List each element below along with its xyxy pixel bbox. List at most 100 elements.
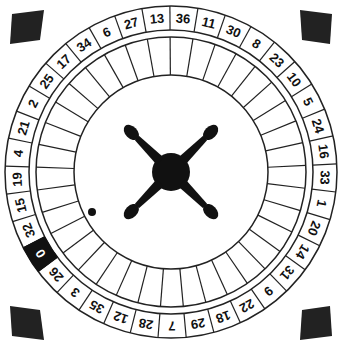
divider-line	[169, 6, 170, 30]
corner-mark	[10, 10, 44, 44]
divider-line	[142, 9, 146, 33]
hub	[121, 122, 221, 222]
divider-line	[264, 200, 300, 211]
divider-line	[147, 39, 154, 76]
divider-line	[36, 167, 74, 168]
dividers	[5, 6, 337, 337]
outer-ring	[5, 6, 337, 338]
pocket-number: 36	[175, 11, 190, 25]
divider-line	[63, 230, 93, 253]
divider-line	[86, 68, 110, 97]
pocket-number: 1	[315, 199, 329, 209]
pocket-number: 21	[15, 119, 32, 137]
divider-line	[218, 54, 236, 87]
divider-line	[17, 111, 39, 120]
divider-line	[267, 184, 305, 189]
arm-knob	[200, 201, 221, 222]
hub-arm	[177, 122, 221, 166]
divider-line	[104, 55, 123, 88]
hub-arm	[121, 178, 165, 222]
divider-line	[307, 213, 330, 220]
divider-line	[268, 165, 306, 167]
divider-line	[194, 8, 198, 32]
pocket-number: 35	[87, 298, 106, 316]
divider-line	[6, 191, 30, 194]
divider-line	[13, 214, 36, 221]
divider-line	[249, 229, 280, 251]
divider-line	[96, 253, 117, 285]
hub-arm	[177, 178, 221, 222]
pocket-number: 27	[123, 15, 140, 31]
pocket-number: 24	[310, 117, 327, 135]
divider-line	[37, 185, 75, 190]
divider-line	[39, 144, 76, 152]
pocket-number: 31	[278, 263, 297, 282]
pocket-number: 9	[262, 284, 276, 299]
divider-line	[116, 261, 131, 296]
divider-line	[69, 83, 98, 108]
pocket-number: 19	[10, 172, 24, 187]
pocket-number: 18	[214, 308, 232, 325]
divider-line	[261, 121, 296, 135]
arm-shaft	[134, 135, 164, 165]
divider-line	[170, 37, 171, 75]
divider-line	[239, 242, 265, 269]
pocket-number: 32	[20, 221, 38, 239]
divider-line	[313, 164, 337, 165]
divider-line	[208, 309, 214, 332]
pocket-number: 2	[26, 97, 41, 109]
divider-line	[184, 313, 186, 337]
pocket-ring	[36, 37, 306, 307]
pocket-number: 22	[237, 297, 256, 315]
divider-line	[160, 269, 163, 307]
corner-mark	[300, 10, 332, 44]
divider-line	[138, 266, 147, 303]
divider-line	[243, 82, 271, 107]
divider-line	[203, 44, 215, 80]
corner-mark	[10, 306, 44, 340]
divider-line	[51, 216, 85, 233]
pocket-number: 28	[138, 316, 154, 331]
arm-shaft	[134, 179, 164, 209]
divider-line	[125, 45, 138, 81]
pocket-number: 5	[301, 96, 316, 108]
pocket-number: 8	[250, 36, 263, 51]
number-ring	[29, 30, 313, 314]
divider-line	[130, 310, 136, 333]
divider-line	[266, 143, 303, 151]
inner-ring	[74, 75, 268, 269]
pocket-number: 11	[201, 15, 218, 31]
divider-line	[231, 66, 255, 96]
divider-line	[5, 165, 29, 167]
pocket-number: 12	[112, 309, 130, 326]
arm-shaft	[178, 135, 208, 165]
pocket-number: 0	[33, 247, 48, 260]
divider-line	[78, 242, 104, 270]
pocket-number: 4	[11, 149, 25, 158]
pocket-number: 33	[318, 170, 332, 185]
corner-mark	[300, 306, 332, 340]
pocket-number: 23	[267, 50, 286, 69]
divider-line	[226, 252, 247, 283]
pocket-number: 34	[74, 36, 93, 55]
pocket-number: 10	[285, 70, 304, 89]
divider-line	[258, 215, 292, 232]
arm-knob	[121, 201, 142, 222]
pocket-number: 7	[168, 319, 175, 332]
divider-line	[312, 189, 336, 192]
divider-line	[56, 102, 88, 122]
divider-line	[42, 201, 78, 212]
divider-line	[212, 260, 228, 295]
divider-line	[310, 136, 333, 141]
hub-arm	[121, 122, 165, 166]
pocket-number: 15	[13, 197, 29, 214]
pocket-number: 3	[68, 285, 82, 300]
pocket-number: 17	[54, 52, 73, 71]
pocket-number: 25	[37, 72, 56, 91]
pocket-number: 26	[46, 265, 65, 284]
pocket-number: 16	[316, 143, 331, 159]
wheel-rings	[5, 6, 337, 338]
pocket-number: 13	[149, 12, 165, 26]
divider-line	[158, 314, 160, 338]
pocket-number: 30	[224, 22, 242, 40]
